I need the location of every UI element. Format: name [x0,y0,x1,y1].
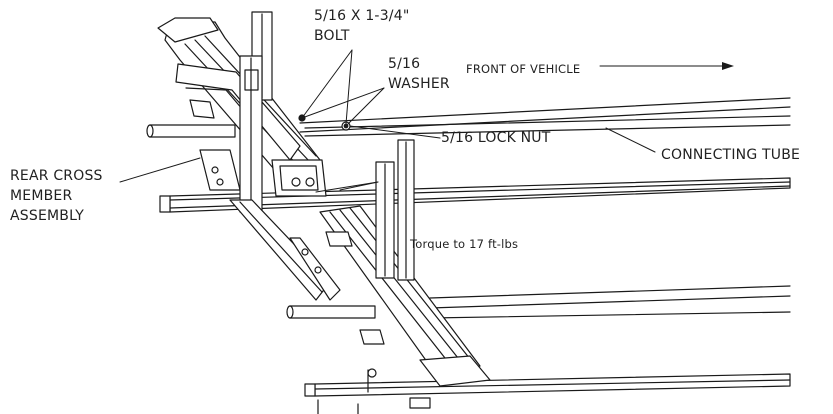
connecting-tubes [299,97,791,319]
front-of-vehicle-label: FRONT OF VEHICLE [466,62,581,76]
lock-nut-label: 5/16 LOCK NUT [441,130,551,146]
rear-cross-member-label: REAR CROSS MEMBER ASSEMBLY [10,168,103,224]
bottom-ticks [317,397,431,414]
front-arrow-icon [722,62,734,70]
connecting-tube-label: CONNECTING TUBE [661,147,801,163]
torque-label: Torque to 17 ft-lbs [410,237,519,251]
upper-rail-clamp [271,114,351,197]
washer-label: 5/16 WASHER [388,56,450,92]
lower-cross-member [319,205,491,393]
lower-roof-rail [304,373,791,397]
lower-stop-posts [375,139,415,281]
leader-lines [119,49,729,193]
diagonal-support-arm [229,199,341,301]
bolt-label: 5/16 X 1-3/4" BOLT [314,8,410,44]
upper-stop-posts [239,11,273,213]
tube-stubs [146,124,376,319]
upper-roof-rail [159,177,791,213]
